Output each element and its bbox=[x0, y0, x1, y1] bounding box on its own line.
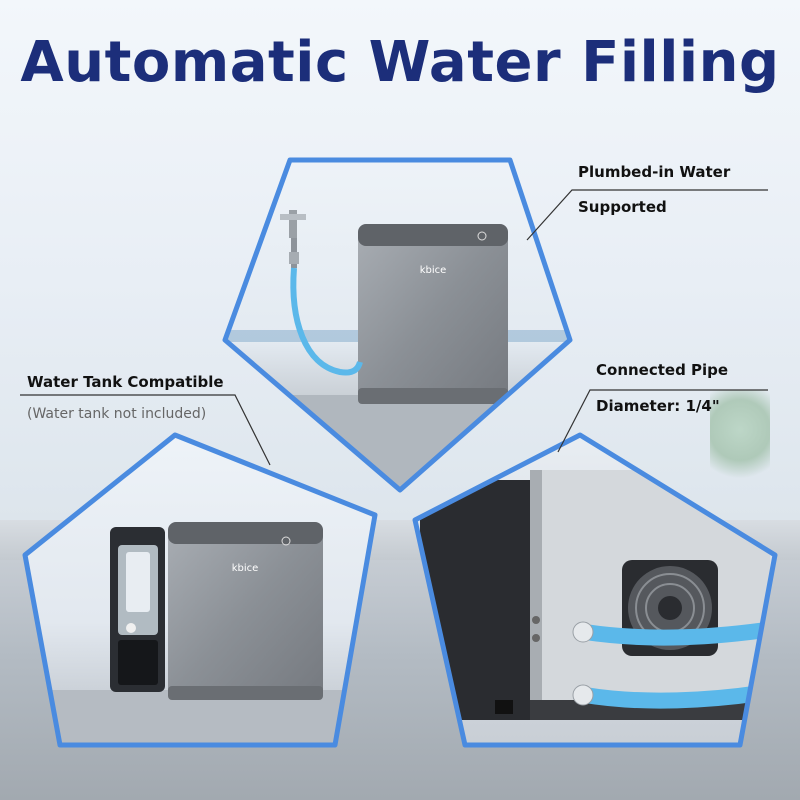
plumbed-callout-line2: Supported bbox=[578, 198, 667, 216]
plumbed-callout-line1: Plumbed-in Water bbox=[578, 163, 731, 181]
ice-maker-front: kbice bbox=[358, 224, 508, 404]
tank-callout-note: (Water tank not included) bbox=[27, 406, 207, 422]
plumbed-in-panel: kbice bbox=[222, 157, 573, 493]
connected-pipe-panel bbox=[412, 432, 778, 748]
brand-logo-2: kbice bbox=[232, 563, 259, 574]
ice-maker-front-with-tank: kbice bbox=[168, 522, 323, 700]
water-tank bbox=[110, 527, 165, 692]
background-plant bbox=[710, 390, 770, 490]
inlet-pipe bbox=[583, 620, 775, 646]
page-title: Automatic Water Filling bbox=[20, 30, 780, 95]
callout-lines bbox=[20, 189, 768, 466]
brand-logo: kbice bbox=[420, 265, 447, 276]
water-hose bbox=[290, 267, 363, 376]
pipe-callout-line1: Connected Pipe bbox=[596, 361, 729, 379]
tank-callout-line1: Water Tank Compatible bbox=[27, 373, 224, 391]
pipe-callout-line2: Diameter: 1/4" bbox=[596, 397, 720, 415]
water-tank-panel: kbice bbox=[22, 432, 378, 748]
water-faucet bbox=[280, 210, 306, 268]
